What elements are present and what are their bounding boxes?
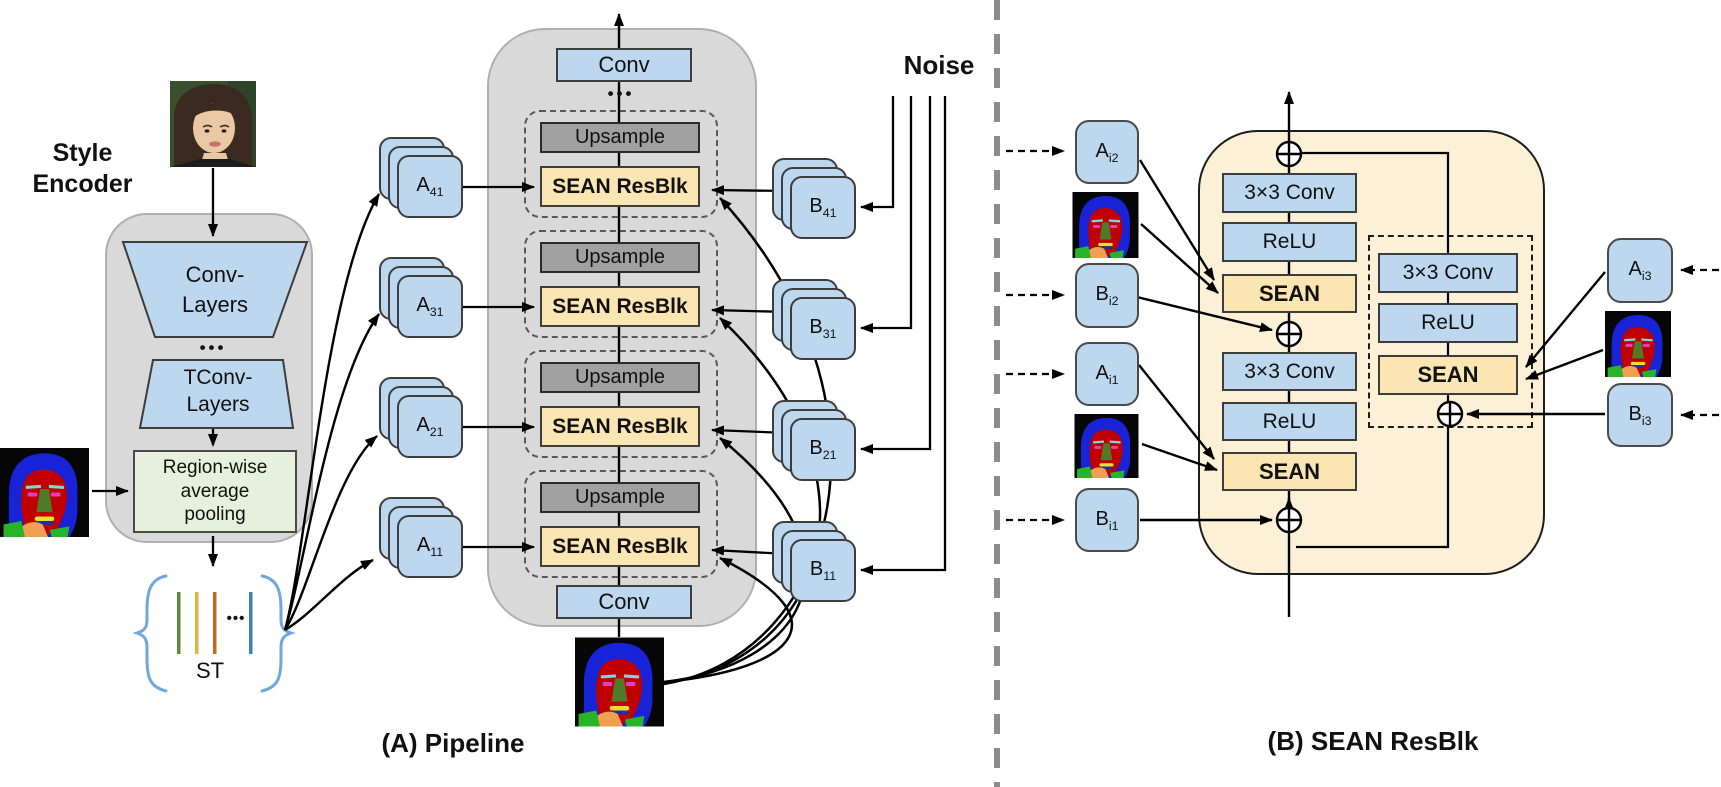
sean-resblk-2: SEAN ResBlk [540,406,700,447]
input-b-i1: Bi1 [1075,488,1139,552]
generator-conv-top: Conv [556,48,692,82]
b-conv1: 3×3 Conv [1222,173,1357,213]
encoder-flow-arrows [92,168,218,567]
style-to-a-curves [283,193,381,632]
tconv-layers-trapezoid [138,359,295,429]
sean-resblk-4: SEAN ResBlk [540,166,700,207]
resblk-group-1 [524,470,718,578]
b-sean1: SEAN [1222,274,1357,313]
b11-stack: B11 [790,539,856,602]
encoder-ellipsis: ••• [199,338,227,357]
a-to-resblk-arrows [463,182,535,552]
segmap-b-lower [1074,414,1139,478]
b-branch-sean: SEAN [1378,355,1518,395]
b21-stack: B21 [790,418,856,481]
upsample-2: Upsample [540,362,700,393]
a41-stack: A41 [397,155,463,218]
region-pooling-box: Region-wise average pooling [133,450,297,533]
a21-stack: A21 [397,395,463,458]
sum-nodes [1275,140,1464,534]
b-conv2: 3×3 Conv [1222,352,1357,391]
input-b-i2: Bi2 [1075,263,1139,328]
upsample-1: Upsample [540,482,700,513]
curly-brace-left-icon [132,574,168,693]
sean-resblk-3: SEAN ResBlk [540,286,700,327]
resblk-group-2 [524,350,718,458]
generator-conv-bottom: Conv [556,585,692,619]
left-dashed-input-arrows [1006,146,1065,525]
right-dashed-input-arrows [1680,265,1719,420]
a11-stack: A11 [397,515,463,578]
b31-stack: B31 [790,297,856,360]
segmap-b-right [1605,311,1671,377]
curly-brace-right-icon [260,574,296,693]
noise-lines [860,96,947,575]
caption-sean-resblk: (B) SEAN ResBlk [1267,726,1479,756]
style-code-bars [177,592,253,654]
b-sean2: SEAN [1222,452,1357,491]
input-a-i1: Ai1 [1075,342,1139,406]
upsample-3: Upsample [540,242,700,273]
style-photo [170,81,256,167]
b-branch-conv: 3×3 Conv [1378,253,1518,293]
tconv-layers-label: TConv- Layers [183,366,253,417]
resblk-group-4 [524,110,718,218]
caption-pipeline: (A) Pipeline [381,728,525,758]
shortcut-line [1296,151,1450,549]
input-b-i3: Bi3 [1607,383,1673,447]
b-branch-relu: ReLU [1378,303,1518,343]
input-to-block-arrows [1136,159,1606,525]
style-encoder-label: Style Encoder [32,139,133,199]
b-relu1: ReLU [1222,222,1357,262]
input-a-i2: Ai2 [1075,120,1139,184]
generator-ellipsis: ••• [607,84,635,103]
conv-layers-label: Conv- Layers [181,262,249,317]
b-to-resblk-arrows [711,185,789,556]
input-a-i3: Ai3 [1607,238,1673,303]
segmap-b-upper [1072,192,1139,258]
b-relu2: ReLU [1222,402,1357,441]
segmap-encoder-input [0,448,89,537]
st-label: ST [195,658,225,683]
noise-label: Noise [903,50,975,80]
st-ellipsis: ••• [226,610,246,627]
upsample-4: Upsample [540,122,700,153]
b41-stack: B41 [790,176,856,239]
segmap-generator-input [575,637,664,727]
resblk-group-3 [524,230,718,338]
a31-stack: A31 [397,275,463,338]
sean-resblk-1: SEAN ResBlk [540,526,700,567]
conv-layers-trapezoid [121,241,309,338]
